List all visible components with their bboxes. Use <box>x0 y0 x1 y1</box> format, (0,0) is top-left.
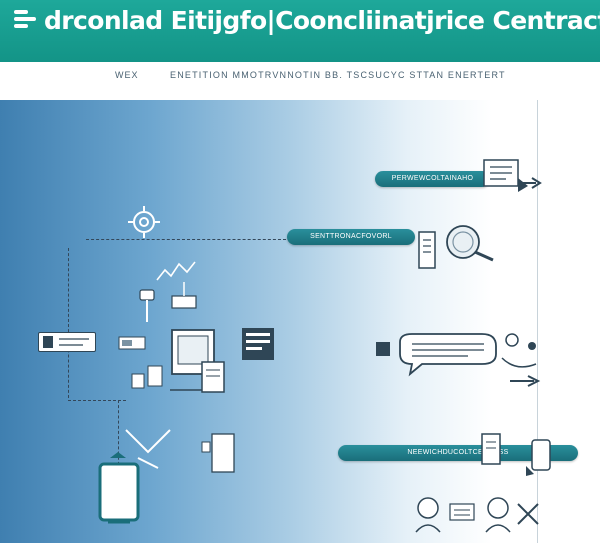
person-icon[interactable] <box>96 452 142 528</box>
pill-label-1[interactable]: PERWEWCOLTAINAHO <box>375 171 490 187</box>
server-icon <box>201 433 235 473</box>
scanner-icon <box>171 282 197 309</box>
menu-lines-icon[interactable] <box>14 10 40 34</box>
arrow-right-icon <box>520 177 542 189</box>
connector-line <box>86 239 286 240</box>
lamp-icon <box>139 289 155 322</box>
arrow-right-icon <box>510 375 541 387</box>
envelope-icon <box>125 429 171 469</box>
vertical-divider <box>537 100 538 543</box>
chat-bubble-icon <box>376 333 537 377</box>
diagram-canvas: PERWEWCOLTAINAHO SENTTRONACFOVORL NEEWIC… <box>0 100 600 543</box>
pill-label-2[interactable]: SENTTRONACFOVORL <box>287 229 415 245</box>
magnifier-icon <box>418 225 494 269</box>
connector-line <box>118 400 119 470</box>
document-icon <box>483 159 528 192</box>
device-icon <box>131 365 163 389</box>
card-reader-icon <box>118 336 146 350</box>
connector-line <box>68 400 126 401</box>
person-icon <box>415 497 539 533</box>
small-device-card[interactable] <box>38 332 96 352</box>
header-bar: drconlad Eitijgfo|Cooncliinatjrice Centr… <box>0 0 600 62</box>
monitor-icon[interactable] <box>168 326 238 396</box>
pill-label-3[interactable]: NEEWICHDUCOLTCERRESS <box>338 445 578 461</box>
gear-icon <box>128 206 160 238</box>
connector-line <box>68 248 69 398</box>
signal-icon <box>156 261 196 281</box>
page-title: drconlad Eitijgfo|Cooncliinatjrice Centr… <box>44 6 600 35</box>
subtitle-right: ENETITION MMOTRVNNOTIN BB. TSCSUCYC STTA… <box>170 70 506 80</box>
subtitle-bar: WEX ENETITION MMOTRVNNOTIN BB. TSCSUCYC … <box>0 62 600 100</box>
folder-icon[interactable] <box>240 326 276 362</box>
subtitle-left: WEX <box>115 70 139 80</box>
document-icon <box>481 433 551 476</box>
